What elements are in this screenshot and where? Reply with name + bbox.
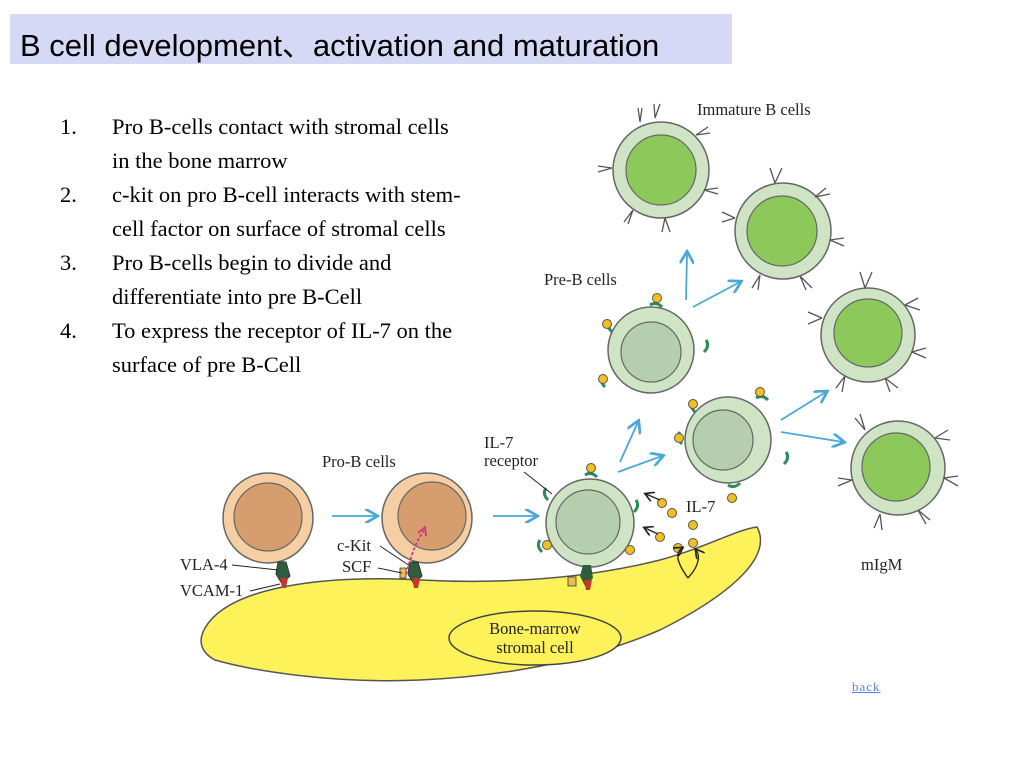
il7-receptor-label-line2: receptor (484, 451, 539, 470)
list-number: 3. (60, 250, 77, 275)
pre-b-cell-1 (598, 293, 710, 394)
stromal-label-line1: Bone-marrow (489, 619, 581, 638)
list-number: 1. (60, 114, 77, 139)
list-item: 4. To express the receptor of IL-7 on the… (60, 314, 560, 382)
stromal-label-line2: stromal cell (496, 638, 574, 657)
vla4-label: VLA-4 (180, 555, 228, 574)
pro-b-label: Pro-B cells (322, 452, 396, 471)
list-text-line: differentiate into pre B-Cell (112, 284, 363, 309)
stromal-nucleus (448, 610, 622, 666)
list-text-line: c-kit on pro B-cell interacts with stem- (112, 182, 461, 207)
immature-b-label: Immature B cells (697, 100, 811, 119)
back-link[interactable]: back (852, 679, 881, 694)
il7-label: IL-7 (686, 497, 715, 516)
immature-b-cell-4 (837, 413, 959, 531)
list-text-line: To express the receptor of IL-7 on the (112, 318, 453, 343)
pre-b-label: Pre-B cells (544, 270, 617, 289)
list-text-line: in the bone marrow (112, 148, 288, 173)
vcam1-label: VCAM-1 (180, 581, 243, 600)
scf-label: SCF (342, 557, 371, 576)
list-text-line: surface of pre B-Cell (112, 352, 302, 377)
list-item: 3. Pro B-cells begin to divide and differe… (60, 246, 560, 314)
list-number: 4. (60, 318, 77, 343)
list-item: 1. Pro B-cells contact with stromal cells… (60, 110, 560, 178)
ckit-label: c-Kit (337, 536, 371, 555)
immature-b-cell-1 (597, 103, 719, 233)
bullet-list: 1. Pro B-cells contact with stromal cells… (60, 110, 560, 382)
list-item: 2. c-kit on pro B-cell interacts with ste… (60, 178, 560, 246)
immature-b-cell-3 (807, 271, 927, 393)
list-text-line: cell factor on surface of stromal cells (112, 216, 446, 241)
immature-b-cell-2 (721, 167, 845, 291)
list-text-line: Pro B-cells contact with stromal cells (112, 114, 449, 139)
migm-label: mIgM (861, 555, 903, 574)
il7-receptor-label-line1: IL-7 (484, 433, 513, 452)
slide-title: B cell development、activation and matura… (10, 14, 732, 64)
pre-b-cell-2 (674, 387, 790, 503)
pro-b-cell-1 (222, 472, 314, 588)
list-number: 2. (60, 182, 77, 207)
list-text-line: Pro B-cells begin to divide and (112, 250, 392, 275)
pre-b-cell-receptor (536, 463, 640, 590)
pro-b-cell-2 (381, 472, 473, 588)
